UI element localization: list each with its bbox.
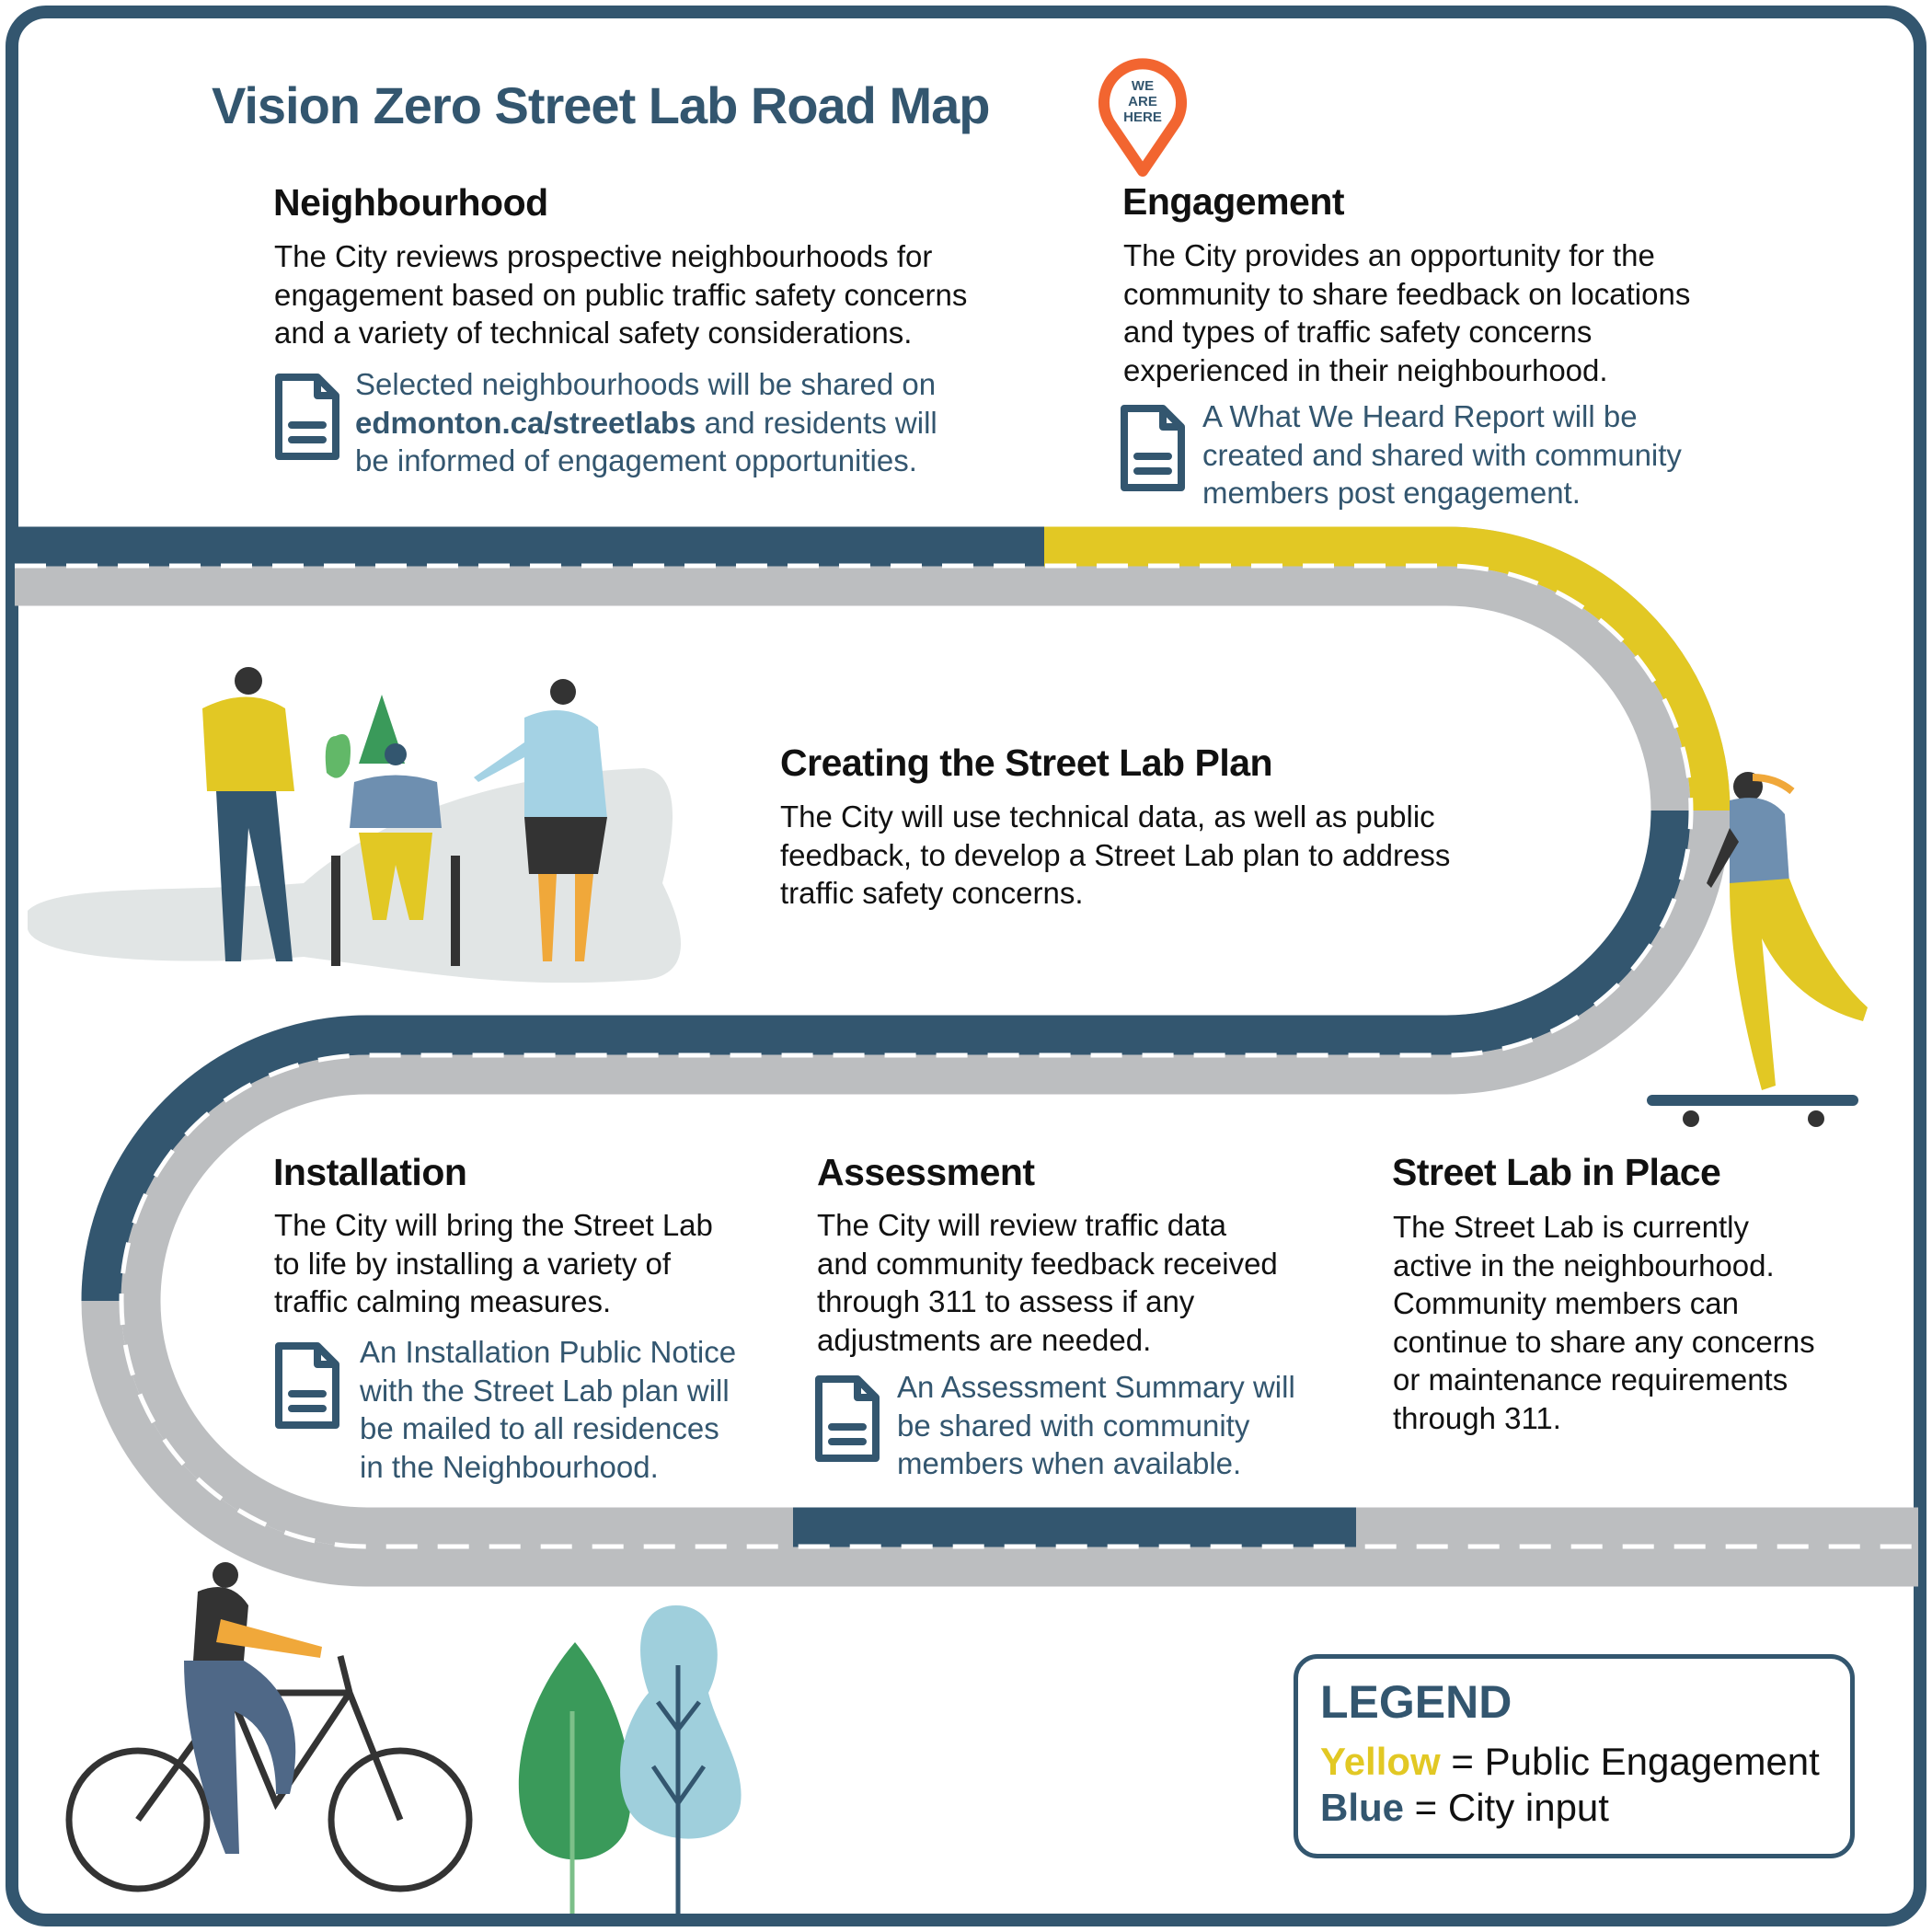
- cyclist-illustration: [65, 1655, 473, 1892]
- plan-heading: Creating the Street Lab Plan: [780, 742, 1273, 784]
- document-icon: [815, 1375, 880, 1462]
- neighbourhood-note: Selected neighbourhoods will be shared o…: [355, 367, 937, 477]
- map-pin-icon: [1098, 58, 1187, 177]
- trees-illustration: [518, 1605, 742, 1914]
- road-segment-engagement-yellow: [1044, 526, 1731, 811]
- road-center-dashes: [15, 563, 1918, 1549]
- cyclist-body: [184, 1562, 322, 1854]
- document-icon: [275, 374, 339, 460]
- ground-blob: [28, 768, 681, 983]
- document-icon: [275, 1342, 339, 1429]
- page-title: Vision Zero Street Lab Road Map: [212, 76, 990, 134]
- legend-yellow: Yellow = Public Engagement: [1320, 1740, 1820, 1783]
- legend-box: LEGEND Yellow = Public Engagement Blue =…: [1294, 1654, 1855, 1858]
- installation-heading: Installation: [273, 1151, 467, 1193]
- skateboarder-illustration: [1647, 772, 1868, 1127]
- legend-blue: Blue = City input: [1320, 1786, 1609, 1829]
- page-frame: [6, 6, 1926, 1926]
- neighbourhood-body: The City reviews prospective neighbourho…: [274, 239, 968, 350]
- legend-title: LEGEND: [1320, 1676, 1512, 1728]
- plan-body: The City will use technical data, as wel…: [780, 799, 1451, 910]
- in-place-heading: Street Lab in Place: [1392, 1151, 1721, 1193]
- streetlabs-link[interactable]: edmonton.ca/streetlabs: [355, 405, 696, 440]
- document-icon: [1121, 405, 1185, 491]
- engagement-body: The City provides an opportunity for the…: [1123, 238, 1691, 387]
- neighbourhood-heading: Neighbourhood: [273, 181, 548, 224]
- road: [15, 526, 1918, 1587]
- people-group-illustration: [202, 667, 607, 966]
- assessment-heading: Assessment: [817, 1151, 1035, 1193]
- road-segment-plan-installation-blue: [81, 810, 1691, 1302]
- engagement-heading: Engagement: [1122, 180, 1345, 223]
